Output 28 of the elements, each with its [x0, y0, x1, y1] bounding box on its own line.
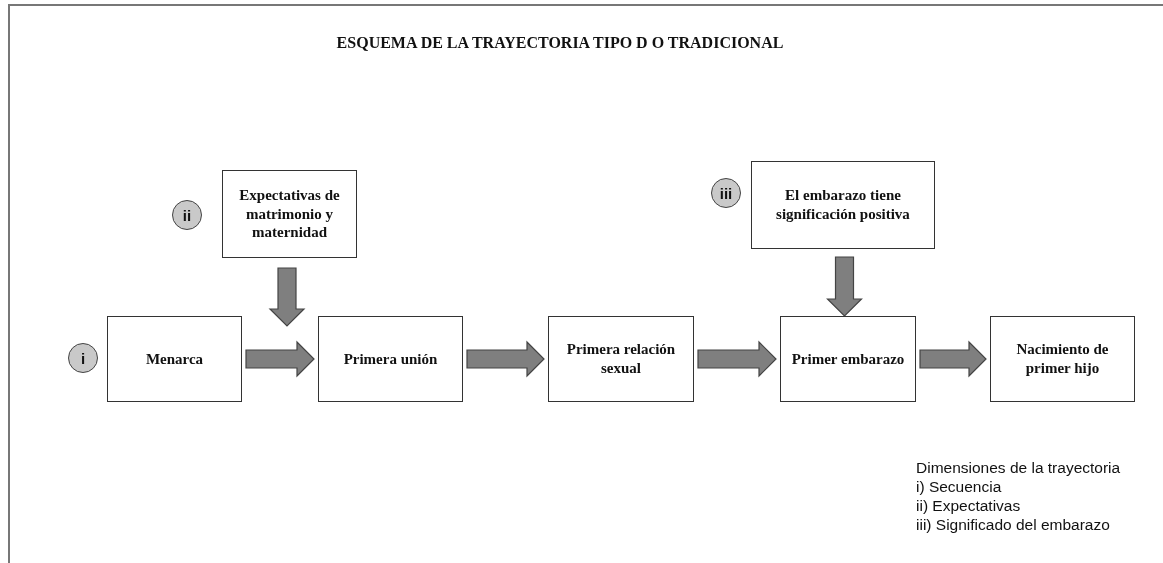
process-box [318, 316, 463, 402]
note-text: ii) Expectativas [916, 496, 1022, 515]
box-label: Primera unión [343, 349, 438, 369]
block-arrow [826, 256, 863, 317]
note-text: i) Secuencia [916, 477, 1003, 496]
box-label: Primer embarazo [791, 349, 905, 369]
numbered-circle: ii [172, 200, 202, 230]
block-arrow [268, 267, 306, 327]
process-box [990, 316, 1135, 402]
box-label: El embarazo tiene significación positiva [775, 186, 911, 224]
numbered-circle: iii [711, 178, 741, 208]
box-label: Nacimiento de primer hijo [1015, 340, 1110, 378]
block-arrow [466, 340, 545, 378]
block-arrow [919, 340, 987, 378]
block-arrow [697, 340, 777, 378]
note-text: Dimensiones de la trayectoria [916, 458, 1121, 477]
process-box [107, 316, 242, 402]
process-box [548, 316, 694, 402]
note-text: iii) Significado del embarazo [916, 515, 1111, 534]
process-box [751, 161, 935, 249]
box-label: Expectativas de matrimonio y maternidad [238, 185, 341, 243]
block-arrow [245, 340, 315, 378]
process-box [780, 316, 916, 402]
process-box [222, 170, 357, 258]
box-label: Menarca [145, 349, 204, 369]
numbered-circle: i [68, 343, 98, 373]
box-label: Primera relación sexual [565, 340, 677, 378]
diagram-title: ESQUEMA DE LA TRAYECTORIA TIPO D O TRADICIONAL [335, 34, 785, 52]
